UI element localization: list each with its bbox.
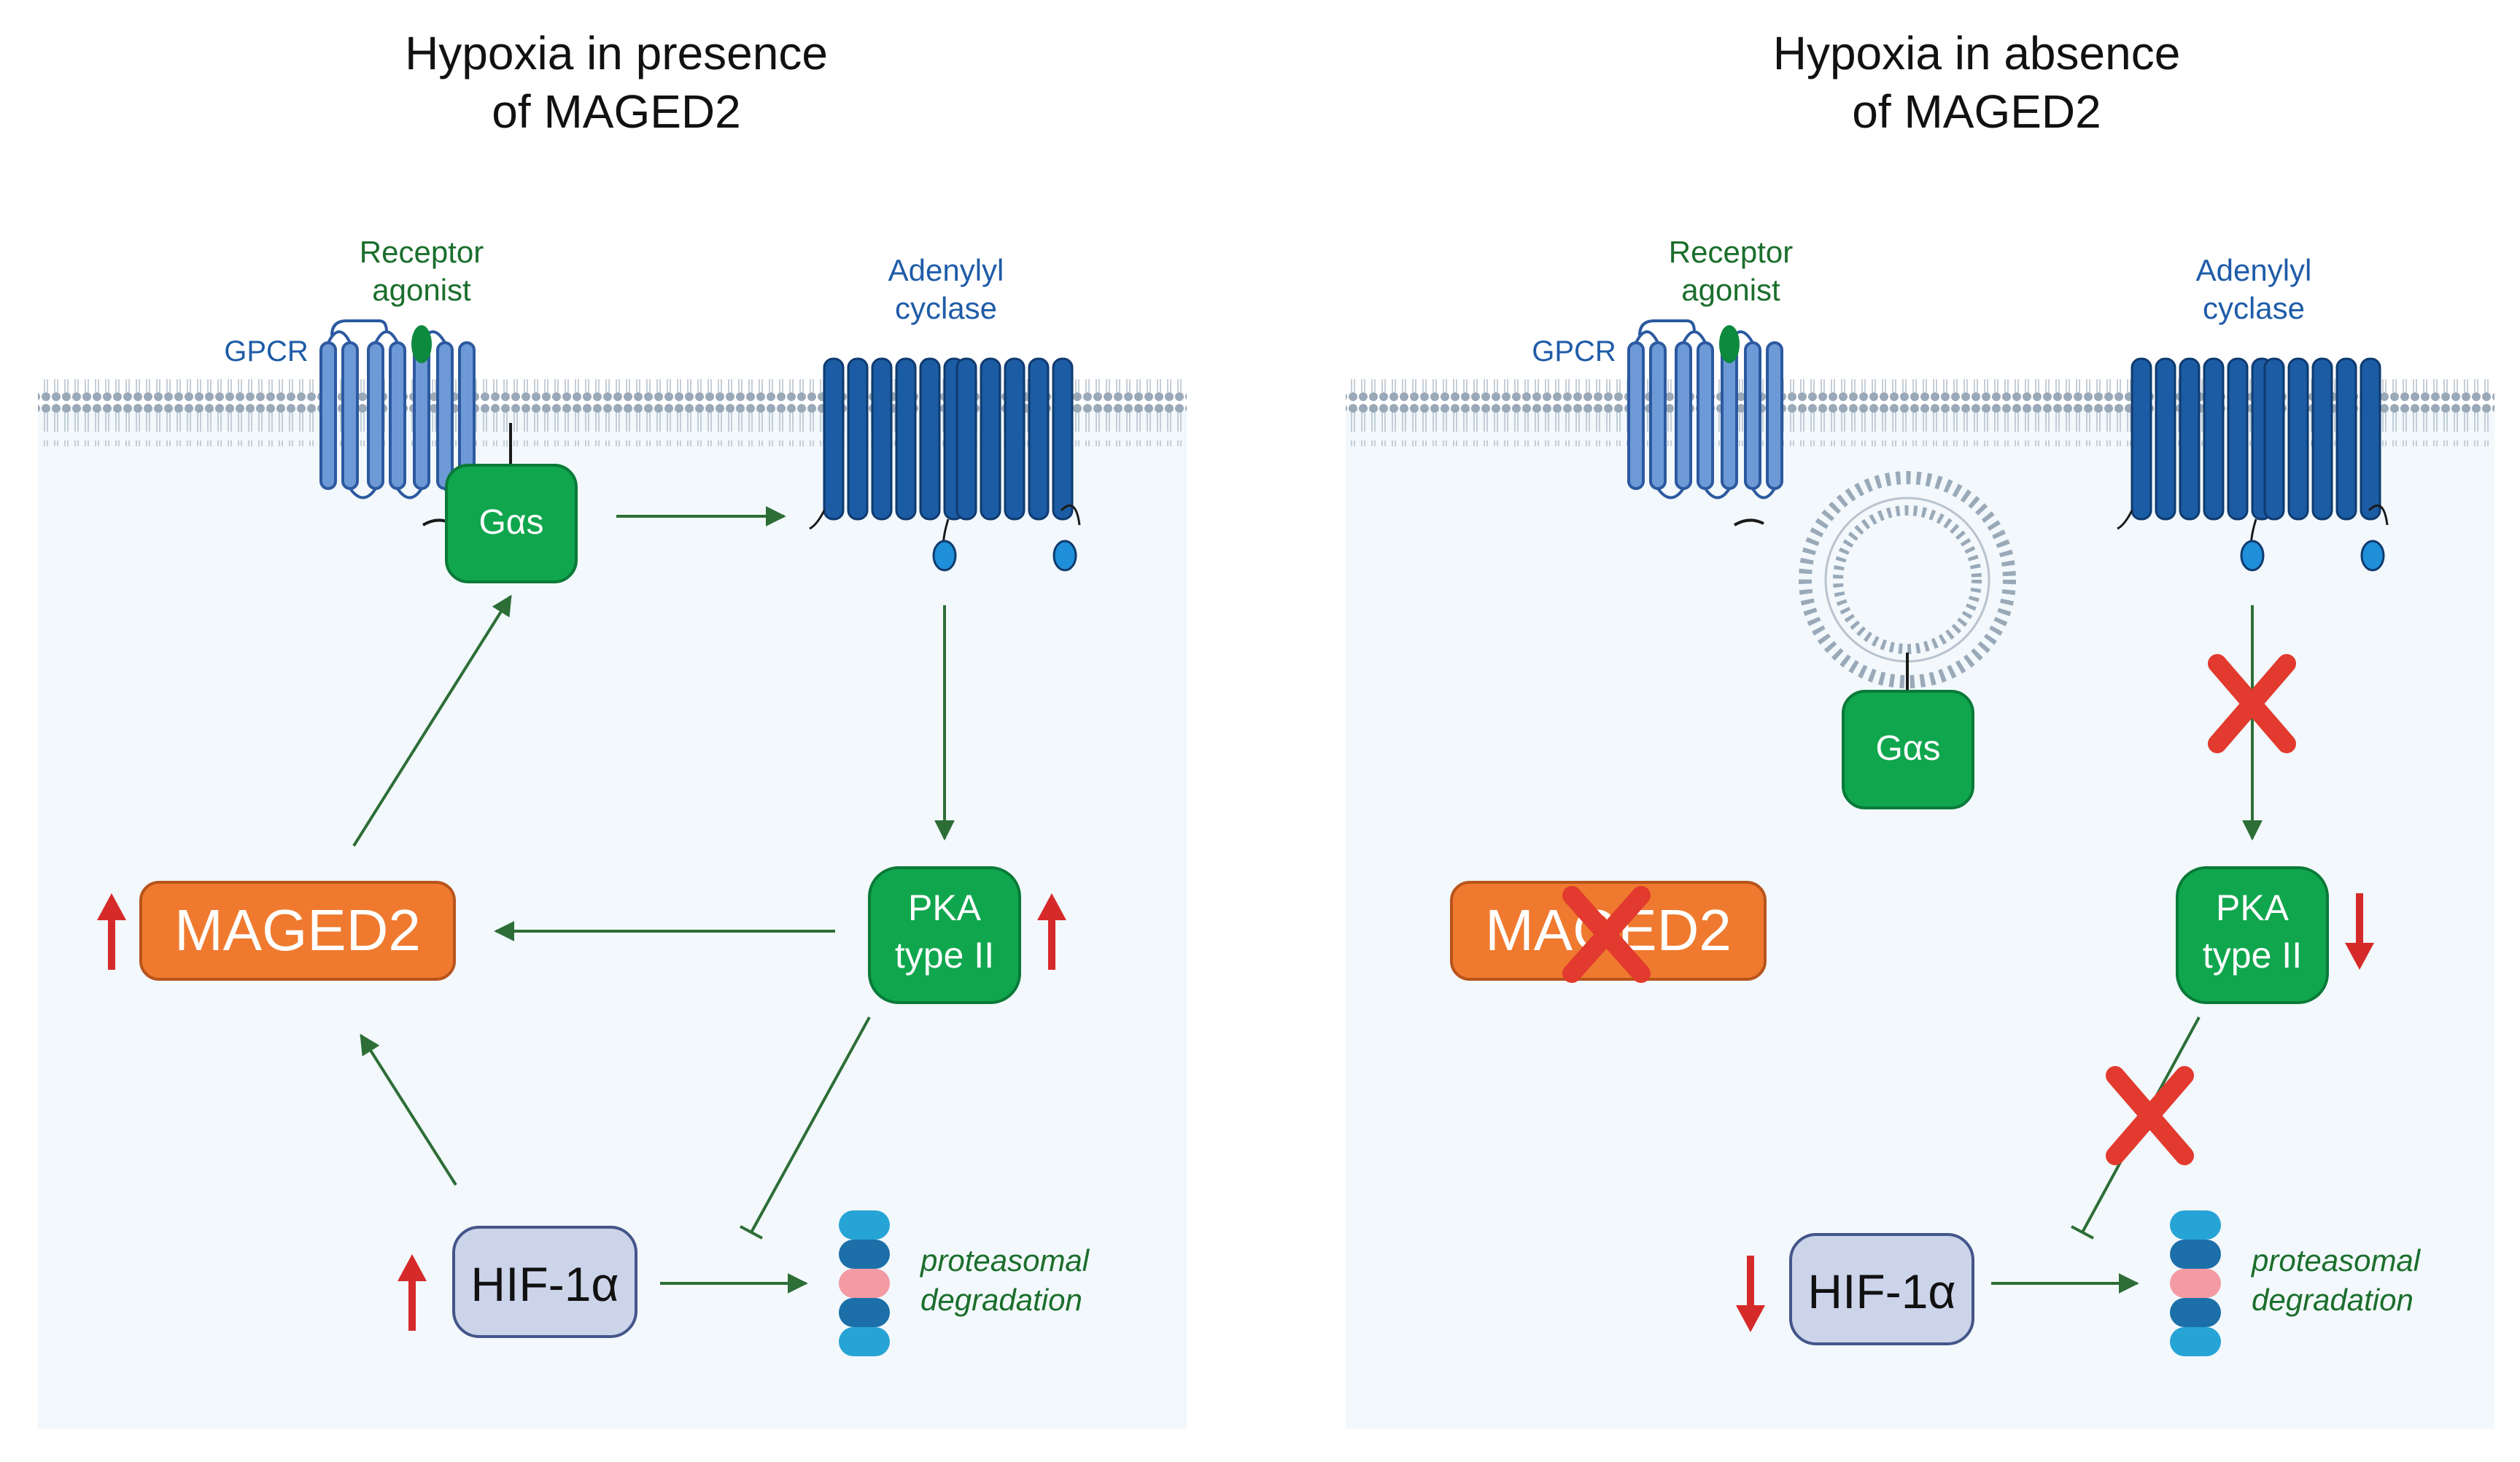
left-up-arrow-hif-icon	[398, 1254, 427, 1331]
right-down-arrow-pka-icon	[2345, 893, 2374, 970]
right-proteasome-label-line2: degradation	[2252, 1283, 2414, 1317]
right-receptor-agonist-icon	[1719, 325, 1740, 363]
right-cross-maged2-icon	[1562, 886, 1651, 983]
left-proteasome-label-line2: degradation	[920, 1283, 1082, 1317]
left-title-line1: Hypoxia in presence	[405, 27, 828, 79]
left-pka-node	[868, 866, 1021, 1004]
right-hif-node	[1789, 1233, 1974, 1345]
right-down-arrow-hif-icon	[1736, 1256, 1765, 1332]
right-gpcr-label: GPCR	[1532, 335, 1616, 368]
left-gpcr-receptor-icon	[319, 319, 476, 499]
left-arrow-maged2-to-gas	[352, 594, 512, 847]
right-cross-pka-hif-icon	[2106, 1066, 2194, 1165]
left-proteasome-icon	[839, 1210, 890, 1356]
left-gas-label: Gαs	[478, 503, 543, 542]
left-receptor-label-line2: agonist	[372, 273, 471, 307]
right-pka-node	[2176, 866, 2329, 1004]
left-pka-label-line1: PKA	[908, 887, 982, 928]
left-arrows	[352, 506, 955, 1294]
left-up-arrow-maged2-icon	[97, 893, 126, 970]
right-gas-node	[1842, 690, 1974, 809]
left-maged2-node	[139, 881, 456, 981]
left-gas-node	[445, 464, 578, 583]
right-adenylyl-label-line2: cyclase	[2203, 291, 2305, 325]
left-adenylyl-label-line1: Adenylyl	[888, 253, 1004, 287]
right-gpcr-receptor-icon	[1627, 319, 1783, 499]
right-proteasome-icon	[2170, 1210, 2221, 1356]
left-panel: Hypoxia in presence of MAGED2 Receptor a…	[38, 27, 1187, 1429]
left-arrow-hif-to-maged2	[360, 1033, 457, 1186]
right-panel: Hypoxia in absence of MAGED2 Receptor ag…	[1346, 27, 2494, 1429]
left-receptor-agonist-icon	[411, 325, 432, 363]
right-pka-label-line2: type II	[2203, 935, 2302, 976]
left-hif-label: HIF-1α	[470, 1257, 619, 1311]
left-pka-label-line2: type II	[895, 935, 994, 976]
right-pka-label-line1: PKA	[2216, 887, 2290, 928]
left-hif-node	[452, 1226, 637, 1338]
right-title-line2: of MAGED2	[1852, 85, 2101, 138]
left-inhibit-pka-to-degradation	[750, 1016, 871, 1233]
right-adenylyl-cyclase-icon	[2117, 357, 2389, 555]
left-receptor-label-line1: Receptor	[360, 235, 484, 269]
right-title-line1: Hypoxia in absence	[1773, 27, 2181, 79]
left-maged2-label: MAGED2	[174, 898, 421, 963]
right-cross-ac-pka-icon	[2208, 654, 2296, 753]
left-title-line2: of MAGED2	[492, 85, 740, 138]
left-adenylyl-label-line2: cyclase	[895, 291, 997, 325]
right-hif-label: HIF-1α	[1807, 1264, 1955, 1318]
right-gas-label: Gαs	[1875, 729, 1940, 768]
left-adenylyl-cyclase-icon	[809, 357, 1081, 555]
left-proteasome-label-line1: proteasomal	[919, 1243, 1090, 1278]
left-gpcr-label: GPCR	[224, 335, 309, 368]
right-receptor-label-line2: agonist	[1681, 273, 1780, 307]
right-receptor-label-line1: Receptor	[1669, 235, 1793, 269]
left-up-arrow-pka-icon	[1037, 893, 1066, 970]
right-adenylyl-label-line1: Adenylyl	[2196, 253, 2312, 287]
right-proteasome-label-line1: proteasomal	[2250, 1243, 2422, 1278]
